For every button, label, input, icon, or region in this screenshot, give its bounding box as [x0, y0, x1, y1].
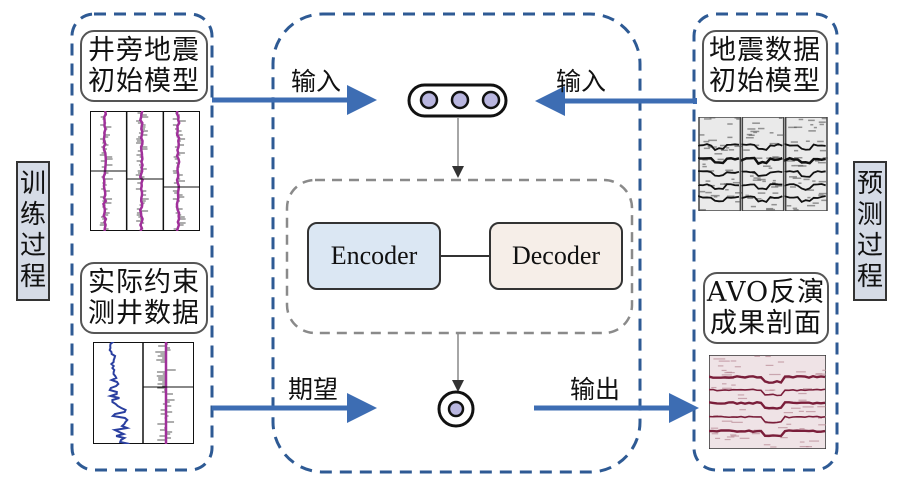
caption-line: AVO反演	[706, 277, 826, 308]
avo-section-image	[709, 355, 826, 449]
input-node	[419, 90, 439, 110]
caption-line: 井旁地震	[88, 35, 200, 66]
label-char: 程	[856, 262, 883, 292]
encoder-label: Encoder	[330, 241, 418, 270]
center-frame	[271, 12, 642, 474]
encoder-block: Encoder	[307, 222, 441, 290]
caption-line: 实际约束	[88, 267, 200, 298]
decoder-block: Decoder	[489, 222, 623, 290]
caption-line: 初始模型	[709, 66, 821, 97]
output-label: 输出	[570, 375, 621, 404]
well-log-image	[93, 342, 194, 444]
left-frame	[70, 12, 214, 472]
caption-line: 地震数据	[709, 35, 821, 66]
well-side-seismic-image	[90, 111, 200, 231]
label-char: 训	[19, 169, 46, 199]
label-char: 过	[19, 231, 46, 261]
input-label-right: 输入	[556, 67, 607, 96]
label-char: 程	[19, 262, 46, 292]
expected-label: 期望	[288, 375, 339, 404]
seismic-section-image	[698, 117, 828, 211]
model-frame	[285, 178, 634, 335]
input-label-left: 输入	[291, 67, 342, 96]
input-node	[481, 90, 501, 110]
caption-line: 测井数据	[88, 298, 200, 329]
decoder-label: Decoder	[511, 241, 601, 270]
label-char: 练	[19, 200, 46, 230]
label-char: 过	[856, 231, 883, 261]
well-log-caption: 实际约束 测井数据	[80, 262, 208, 334]
well-seismic-caption: 井旁地震 初始模型	[80, 30, 208, 102]
right-frame	[692, 12, 839, 472]
caption-line: 成果剖面	[710, 308, 822, 339]
output-node	[447, 400, 465, 418]
caption-line: 初始模型	[88, 66, 200, 97]
prediction-process-label: 预 测 过 程	[853, 161, 887, 301]
input-node	[450, 90, 470, 110]
avo-result-caption: AVO反演 成果剖面	[703, 272, 829, 344]
label-char: 测	[856, 200, 883, 230]
label-char: 预	[856, 169, 883, 199]
training-process-label: 训 练 过 程	[16, 161, 50, 301]
seismic-model-caption: 地震数据 初始模型	[702, 30, 828, 102]
